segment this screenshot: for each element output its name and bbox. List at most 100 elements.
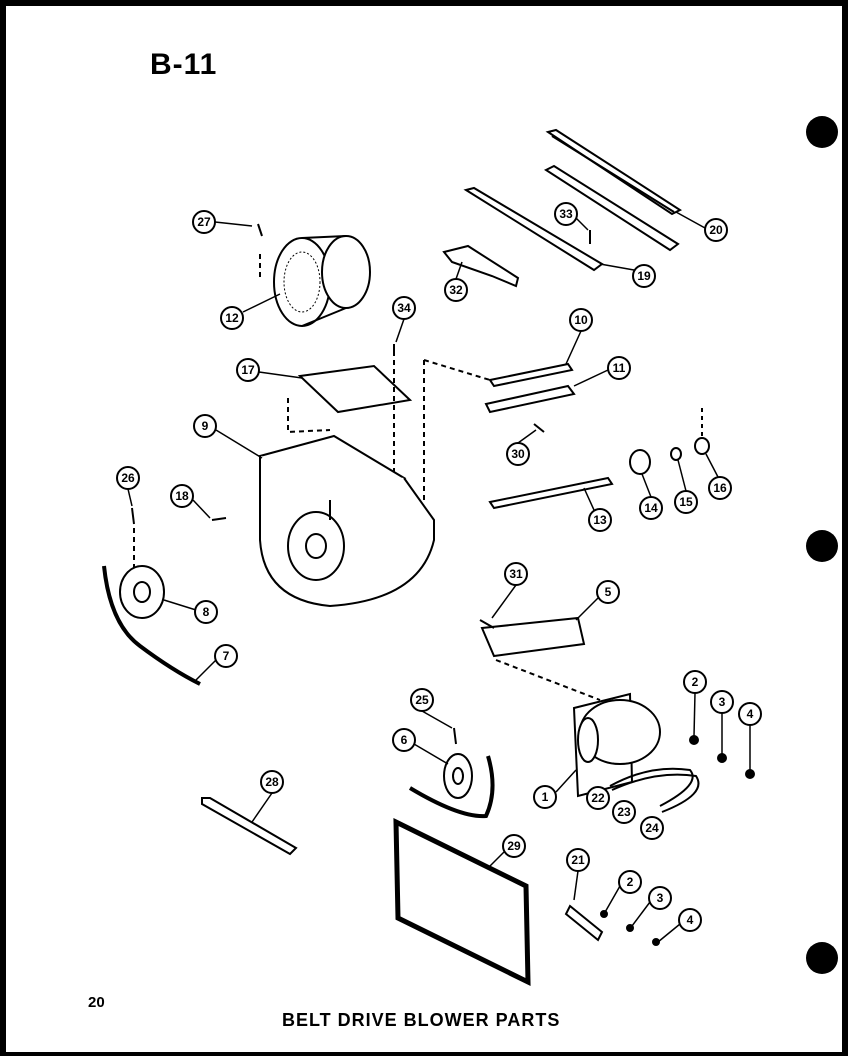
svg-text:16: 16 <box>713 481 727 495</box>
svg-text:15: 15 <box>679 495 693 509</box>
callout-14: 14 <box>639 496 663 520</box>
callout-1: 1 <box>533 785 557 809</box>
punch-hole-bottom <box>806 942 838 974</box>
svg-text:28: 28 <box>265 775 279 789</box>
svg-text:27: 27 <box>197 215 211 229</box>
svg-text:10: 10 <box>574 313 588 327</box>
svg-text:12: 12 <box>225 311 239 325</box>
svg-text:5: 5 <box>605 585 612 599</box>
bearing-14 <box>629 449 651 475</box>
callout-31: 31 <box>504 562 528 586</box>
callout-20: 20 <box>704 218 728 242</box>
svg-text:1: 1 <box>542 790 549 804</box>
callout-32: 32 <box>444 278 468 302</box>
callout-26: 26 <box>116 466 140 490</box>
punch-hole-middle <box>806 530 838 562</box>
nut-16 <box>694 408 710 455</box>
callout-3-lower: 3 <box>648 886 672 910</box>
diagram-title: BELT DRIVE BLOWER PARTS <box>282 1010 561 1030</box>
svg-text:3: 3 <box>657 891 664 905</box>
leader-dashed <box>423 359 491 381</box>
screw-25 <box>453 727 457 745</box>
svg-text:20: 20 <box>709 223 723 237</box>
svg-text:31: 31 <box>509 567 523 581</box>
callout-2: 2 <box>683 670 707 694</box>
callout-21: 21 <box>566 848 590 872</box>
svg-text:21: 21 <box>571 853 585 867</box>
callout-28: 28 <box>260 770 284 794</box>
svg-text:25: 25 <box>415 693 429 707</box>
page-code: B-11 <box>150 48 218 81</box>
svg-text:19: 19 <box>637 269 651 283</box>
blower-housing-9 <box>257 434 435 608</box>
callout-29: 29 <box>502 834 526 858</box>
callout-11: 11 <box>607 356 631 380</box>
svg-text:34: 34 <box>397 301 411 315</box>
motor-1 <box>572 692 661 798</box>
fastener-2 <box>689 735 699 745</box>
svg-text:22: 22 <box>591 791 605 805</box>
bar-10 <box>488 362 574 388</box>
callout-25: 25 <box>410 688 434 712</box>
svg-text:23: 23 <box>617 805 631 819</box>
callout-34: 34 <box>392 296 416 320</box>
callout-8: 8 <box>194 600 218 624</box>
svg-text:30: 30 <box>511 447 525 461</box>
callout-33: 33 <box>554 202 578 226</box>
screw-18 <box>211 517 227 521</box>
svg-text:2: 2 <box>627 875 634 889</box>
switch-assembly-21 <box>564 904 660 946</box>
callout-5: 5 <box>596 580 620 604</box>
callout-9: 9 <box>193 414 217 438</box>
svg-text:13: 13 <box>593 513 607 527</box>
callout-19: 19 <box>632 264 656 288</box>
callout-27: 27 <box>192 210 216 234</box>
filter-29 <box>393 817 531 987</box>
svg-text:33: 33 <box>559 207 573 221</box>
svg-text:26: 26 <box>121 471 135 485</box>
screw-27 <box>257 223 263 280</box>
page-number: 20 <box>88 994 105 1011</box>
blower-wheel-12 <box>273 235 371 327</box>
motor-leads <box>609 767 700 813</box>
punch-hole-top <box>806 116 838 148</box>
fastener-3 <box>717 753 727 763</box>
callout-2-lower: 2 <box>618 870 642 894</box>
callout-18: 18 <box>170 484 194 508</box>
svg-text:6: 6 <box>401 733 408 747</box>
pulley-8 <box>119 565 165 619</box>
motor-mount-5 <box>480 616 601 701</box>
screw-31 <box>479 619 495 629</box>
callout-7: 7 <box>214 644 238 668</box>
bracket-32 <box>442 244 520 288</box>
shaft-13 <box>488 476 614 510</box>
bar-11 <box>484 384 576 414</box>
svg-text:4: 4 <box>687 913 694 927</box>
rail-19-upper <box>543 164 680 252</box>
callout-layer: 1 2 3 4 5 6 7 8 9 10 11 12 13 14 15 16 1… <box>116 202 762 932</box>
svg-text:11: 11 <box>613 361 626 375</box>
callout-30: 30 <box>506 442 530 466</box>
svg-text:18: 18 <box>175 489 189 503</box>
svg-text:29: 29 <box>507 839 521 853</box>
svg-text:32: 32 <box>449 283 463 297</box>
screw-26 <box>131 507 135 570</box>
belt-7 <box>102 565 201 686</box>
svg-text:2: 2 <box>692 675 699 689</box>
callout-16: 16 <box>708 476 732 500</box>
callout-23: 23 <box>612 800 636 824</box>
svg-text:24: 24 <box>645 821 659 835</box>
callout-3: 3 <box>710 690 734 714</box>
fastener-4 <box>745 769 755 779</box>
filter-strip-28 <box>201 797 298 856</box>
callout-10: 10 <box>569 308 593 332</box>
motor-pulley-6 <box>408 753 495 819</box>
rail-20 <box>545 128 683 216</box>
collar-15 <box>670 447 682 461</box>
screw-30 <box>533 423 545 433</box>
svg-text:4: 4 <box>747 707 754 721</box>
callout-12: 12 <box>220 306 244 330</box>
callout-24: 24 <box>640 816 664 840</box>
callout-15: 15 <box>674 490 698 514</box>
